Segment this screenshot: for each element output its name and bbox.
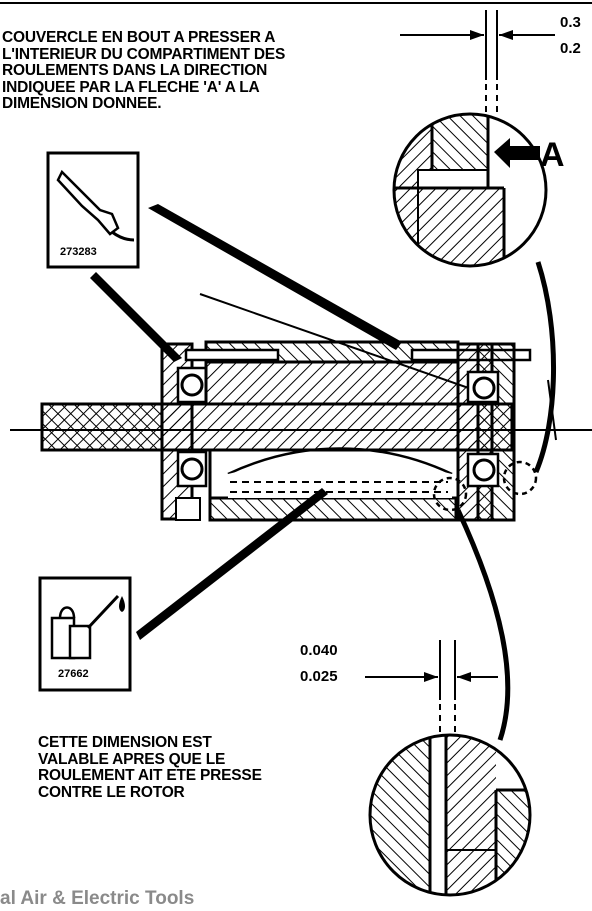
top-instruction-note: COUVERCLE EN BOUT A PRESSER A L'INTERIEU… — [2, 29, 402, 113]
oil-can-icon — [50, 594, 125, 660]
footer-brand-text: al Air & Electric Tools — [0, 888, 195, 909]
detail-circle-top — [392, 112, 548, 268]
top-note-line-2: L'INTERIEUR DU COMPARTIMENT DES — [2, 45, 286, 63]
bottom-note-line-1: CETTE DIMENSION EST — [38, 734, 212, 751]
top-note-line-5: DIMENSION DONNEE. — [2, 95, 162, 112]
grease-tool-box — [46, 151, 140, 269]
bottom-instruction-note: CETTE DIMENSION EST VALABLE APRES QUE LE… — [38, 734, 338, 801]
oil-tool-code: 27662 — [58, 668, 89, 680]
arrow-a-icon — [494, 138, 540, 168]
detail-leader-top — [533, 261, 557, 473]
cylinder-bottom-wall — [208, 496, 458, 522]
rotor-assembly — [10, 340, 592, 522]
oil-tool-box — [38, 576, 132, 692]
grease-leader-2 — [90, 272, 182, 362]
tie-rod-left — [184, 348, 280, 362]
grease-tool-code: 273283 — [60, 246, 97, 258]
top-dimension-upper: 0.3 — [560, 14, 581, 31]
detail-circle-bottom — [368, 733, 532, 897]
grease-gun-icon — [56, 169, 135, 242]
top-note-line-3: ROULEMENTS DANS LA DIRECTION — [2, 62, 268, 79]
callout-circle-bottom — [432, 476, 468, 512]
bottom-note-line-3: ROULEMENT AIT ETE PRESSE — [38, 767, 262, 784]
top-note-line-4: INDIQUEE PAR LA FLECHE 'A' A LA — [2, 78, 260, 96]
top-note-line-1: COUVERCLE EN BOUT A PRESSER A — [2, 29, 276, 46]
bottom-dimension-upper: 0.040 — [300, 642, 338, 659]
bottom-dimension-lower: 0.025 — [300, 668, 338, 685]
oil-leader — [136, 488, 328, 640]
top-dimension-lines — [400, 10, 555, 112]
bottom-note-line-2: VALABLE APRES QUE LE — [38, 750, 226, 768]
rotor-body — [204, 360, 460, 406]
bottom-note-line-4: CONTRE LE ROTOR — [38, 783, 185, 801]
grease-leader-1 — [148, 204, 402, 350]
detail-leader-bottom — [455, 508, 511, 741]
top-dimension-lower: 0.2 — [560, 40, 581, 57]
arrow-a-label: A — [540, 136, 565, 174]
bottom-dimension-lines — [365, 640, 498, 735]
callout-circle-right — [502, 460, 538, 496]
